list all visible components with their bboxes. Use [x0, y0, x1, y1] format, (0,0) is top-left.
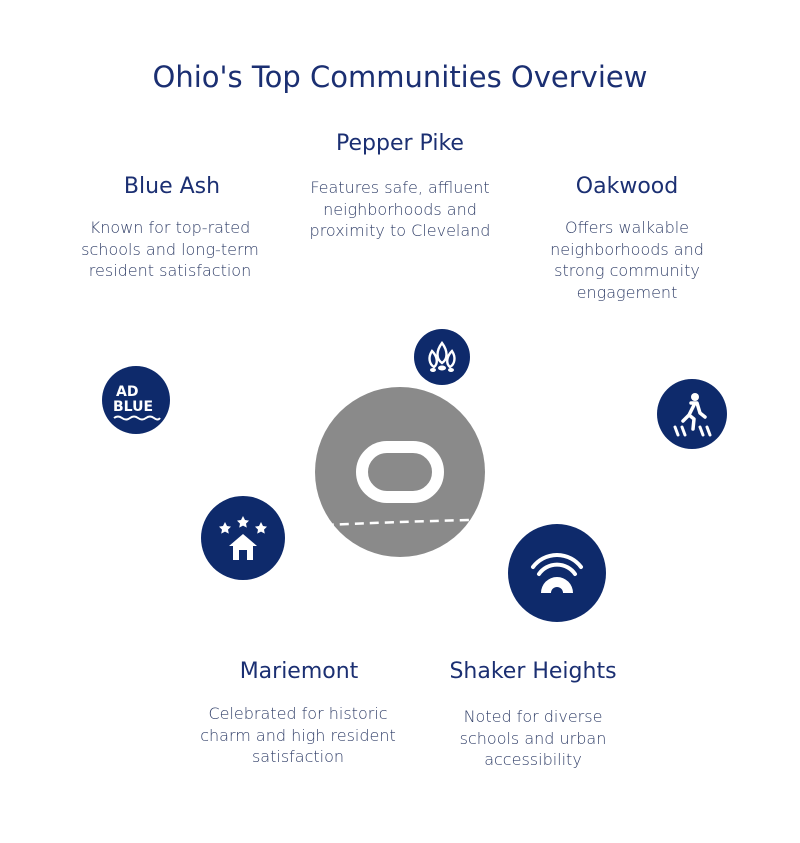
shaker-heights-heading: Shaker Heights [449, 659, 617, 684]
ad-blue-logo-icon: AD BLUE [113, 384, 161, 421]
shaker-heights-icon-bubble [508, 524, 606, 622]
signal-arch-icon [531, 553, 583, 593]
blue-ash-description: Known for top-rated schools and long-ter… [81, 218, 259, 280]
mariemont-heading: Mariemont [239, 659, 359, 684]
shaker-heights-description: Noted for diverse schools and urban acce… [459, 707, 607, 769]
pedestrian-crossing-icon [673, 393, 712, 437]
ad-blue-logo-line2: BLUE [113, 399, 153, 415]
pepper-pike-description: Features safe, affluent neighborhoods an… [309, 178, 491, 240]
pepper-pike-heading: Pepper Pike [336, 131, 464, 156]
center-ring-icon [356, 441, 444, 503]
mariemont-description: Celebrated for historic charm and high r… [200, 704, 396, 766]
ad-blue-logo-line1: AD [116, 384, 138, 400]
leaves-icon [428, 340, 456, 372]
mariemont-icon-bubble [201, 496, 285, 580]
rated-house-icon [219, 516, 267, 560]
pepper-pike-icon-bubble [414, 329, 470, 385]
oakwood-heading: Oakwood [575, 174, 679, 199]
oakwood-icon-bubble [657, 379, 727, 449]
oakwood-description: Offers walkable neighborhoods and strong… [550, 218, 704, 302]
page-title: Ohio's Top Communities Overview [152, 60, 648, 94]
blue-ash-heading: Blue Ash [123, 174, 221, 199]
center-hub [315, 387, 485, 557]
blue-ash-icon-bubble: AD BLUE [102, 366, 170, 434]
